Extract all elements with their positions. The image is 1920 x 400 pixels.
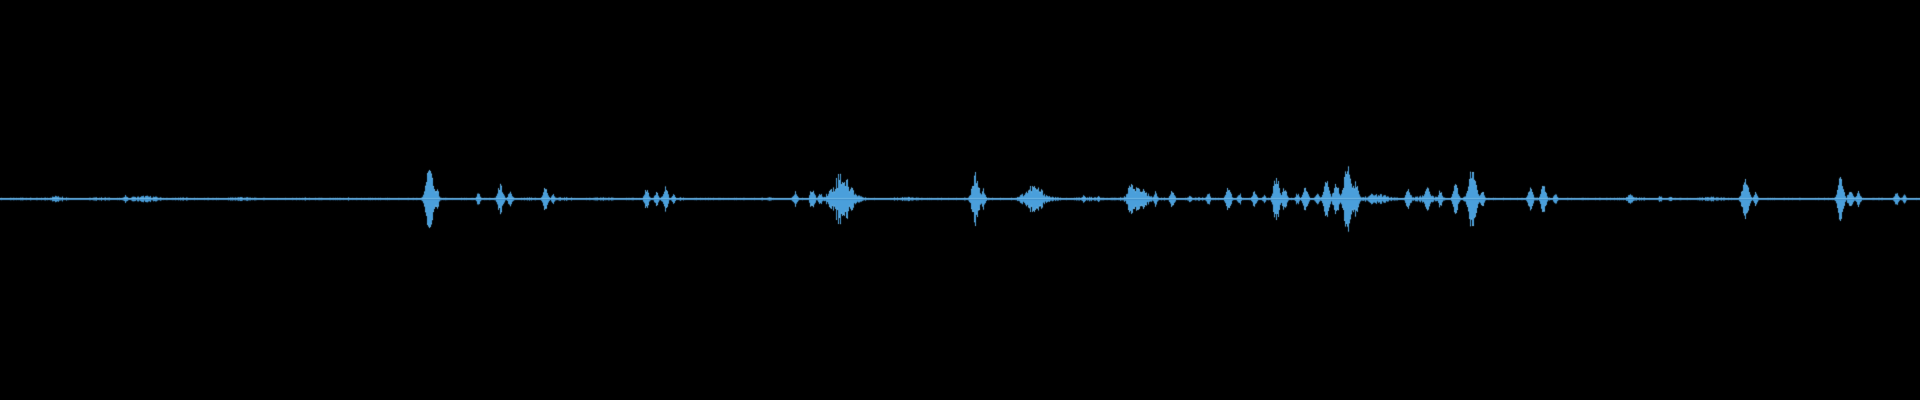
waveform-viewer[interactable]: Audio Waveform — [0, 0, 1920, 400]
waveform-plot[interactable] — [0, 0, 1920, 400]
